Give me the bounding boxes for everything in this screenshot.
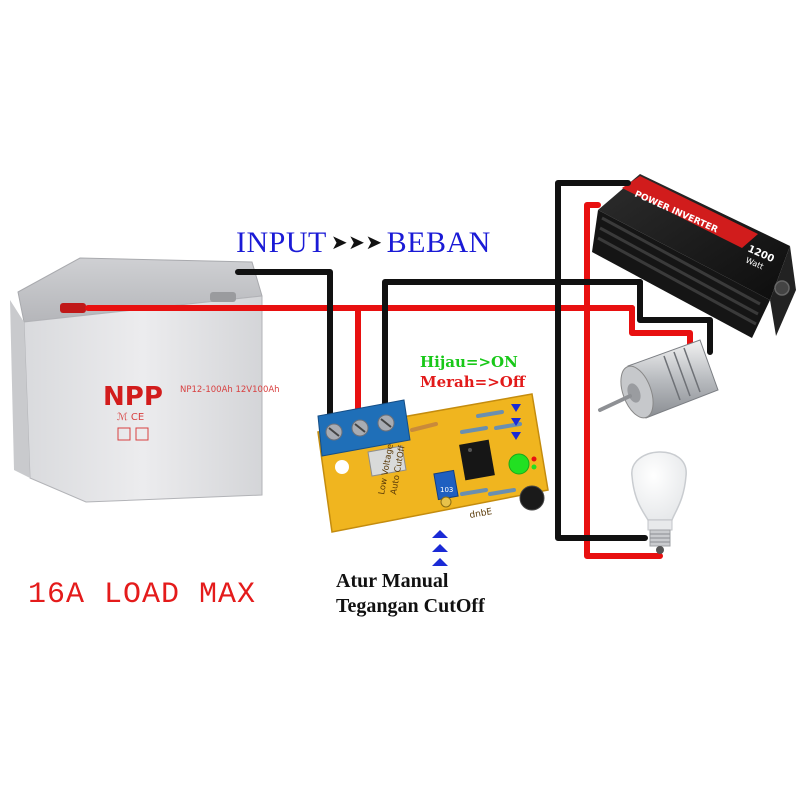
mount-hole xyxy=(335,460,349,474)
motor-shaft xyxy=(598,394,632,412)
led-green-dot xyxy=(531,464,537,470)
negative-to-inverter-wire xyxy=(555,180,631,285)
negative-input-wire xyxy=(235,269,333,421)
battery-positive-terminal xyxy=(60,303,86,313)
beban-label: BEBAN xyxy=(386,226,491,259)
led-bulb xyxy=(631,451,687,554)
negative-to-bulb-wire xyxy=(555,279,648,541)
negative-to-motor-wire xyxy=(637,279,713,355)
cutoff-voltage-label: Tegangan CutOff xyxy=(336,595,485,617)
dc-motor xyxy=(598,339,719,419)
led-red-dot xyxy=(531,456,537,462)
status-led xyxy=(508,453,530,475)
battery-brand: NPP xyxy=(103,382,163,412)
red-off-label: Merah=>Off xyxy=(420,373,526,391)
pot-code: 103 xyxy=(440,486,453,494)
flow-arrows: ➤➤➤ xyxy=(330,230,383,254)
input-beban-label: INPUT➤➤➤BEBAN xyxy=(236,226,491,260)
led-pointer-arrows xyxy=(511,404,521,440)
battery: NPP NP12-100Ah 12V100Ah ℳ CE xyxy=(10,257,280,503)
input-label: INPUT xyxy=(236,226,327,259)
inverter-red-panel xyxy=(622,176,758,248)
motor-vents xyxy=(663,347,701,401)
pot-pointer-arrows xyxy=(432,530,448,566)
battery-model: NP12-100Ah 12V100Ah xyxy=(180,385,280,395)
capacitor xyxy=(519,485,545,511)
load-max-label: 16A LOAD MAX xyxy=(28,578,257,612)
positive-to-motor-wire xyxy=(629,305,693,353)
positive-to-inverter-wire xyxy=(584,202,601,293)
potentiometer: 103 xyxy=(433,469,459,508)
power-inverter: POWER INVERTER 1200 Watt xyxy=(592,174,796,338)
wires xyxy=(85,180,713,559)
relay-diode xyxy=(367,445,407,477)
positive-loop-bulb-wire xyxy=(584,287,663,559)
bulb-thread xyxy=(650,533,670,543)
battery-negative-terminal xyxy=(210,292,236,302)
terminal-block xyxy=(317,399,411,457)
inverter-fins xyxy=(597,216,761,326)
resistors xyxy=(410,410,522,496)
certification-marks: ℳ CE xyxy=(117,412,149,441)
green-on-label: Hijau=>ON xyxy=(420,353,518,371)
svg-text:dnbE: dnbE xyxy=(469,507,494,521)
inverter-fan-icon xyxy=(774,280,790,296)
ic-chip xyxy=(459,439,495,481)
svg-text:ℳ CE: ℳ CE xyxy=(117,412,144,423)
manual-adjust-label: Atur Manual xyxy=(336,570,449,592)
cutoff-board: Low Voltage Auto CutOff 103 dnbE xyxy=(317,393,549,533)
